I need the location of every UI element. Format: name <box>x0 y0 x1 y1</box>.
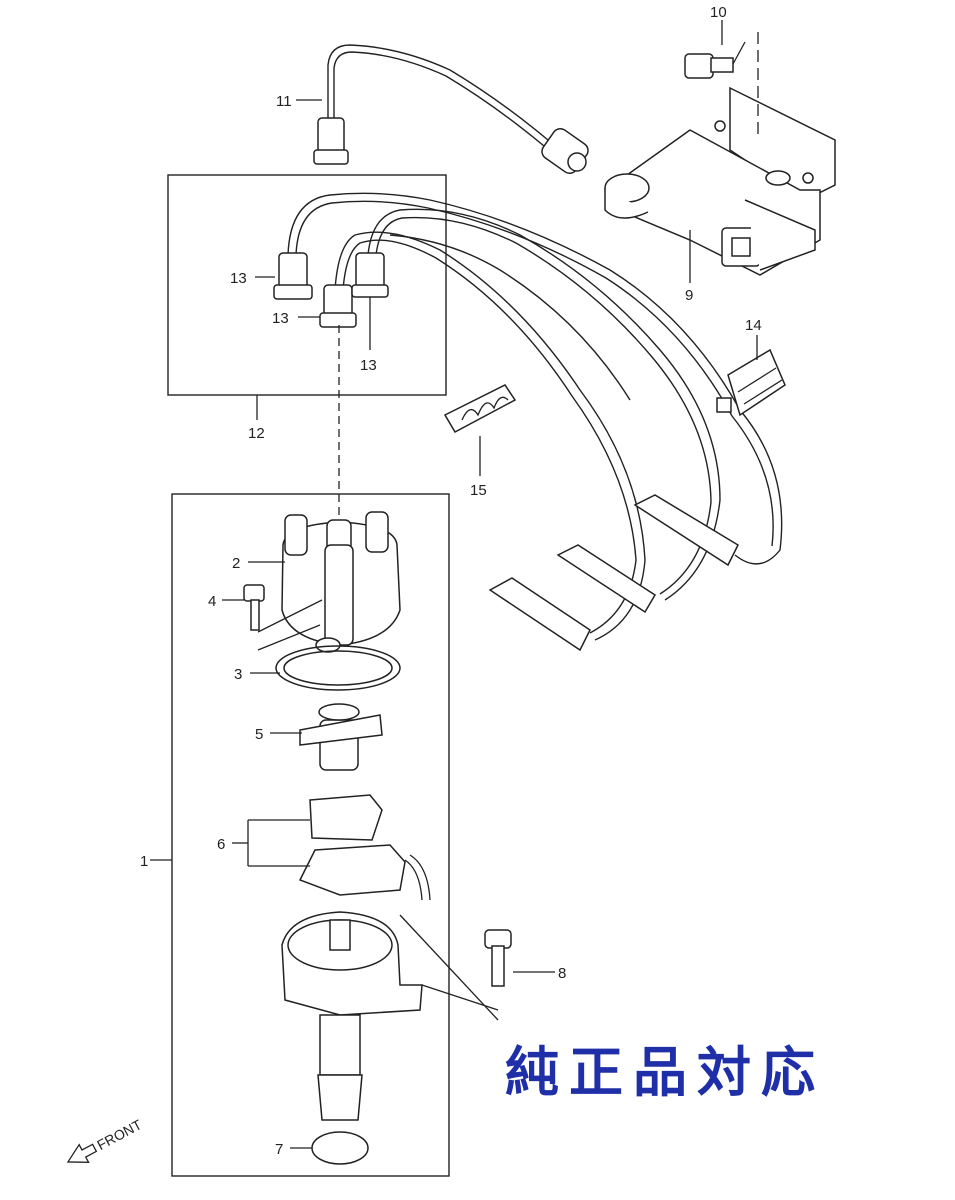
callout-9: 9 <box>685 287 693 304</box>
callout-8: 8 <box>558 965 566 982</box>
part-7-o-ring <box>311 1131 369 1165</box>
front-direction-indicator: FRONT <box>66 1116 145 1164</box>
callout-4: 4 <box>208 593 216 610</box>
callout-6: 6 <box>217 836 225 853</box>
callout-13-left: 13 <box>230 270 247 287</box>
part-14-clamp <box>716 348 786 417</box>
callout-10: 10 <box>710 4 727 21</box>
callout-12: 12 <box>248 425 265 442</box>
part-13-plug-caps <box>273 252 389 328</box>
callout-2: 2 <box>232 555 240 572</box>
plug-cap-set-box <box>167 174 447 396</box>
leader-lines <box>150 20 758 1149</box>
callout-11: 11 <box>276 93 292 110</box>
part-6-igniter-parts <box>298 794 431 901</box>
part-10-bolt <box>684 32 759 135</box>
callout-3: 3 <box>234 666 242 683</box>
part-1-distributor-housing <box>281 911 423 1121</box>
distributor-assembly-box <box>171 493 450 1177</box>
callout-5: 5 <box>255 726 263 743</box>
part-4-screw <box>243 584 323 651</box>
part-8-bolt <box>399 914 512 1021</box>
part-11-coil-wire <box>313 44 589 175</box>
part-9-ignition-coil <box>604 86 836 276</box>
callout-14: 14 <box>745 317 762 334</box>
callout-7: 7 <box>275 1141 283 1158</box>
part-12-plug-wires <box>287 192 783 652</box>
callout-13-right: 13 <box>360 357 377 374</box>
part-3-gasket <box>275 645 401 691</box>
callout-13-middle: 13 <box>272 310 289 327</box>
part-2-distributor-cap <box>281 511 401 653</box>
part-5-rotor <box>299 703 383 771</box>
genuine-compatible-badge: 純正品対応 <box>505 1041 825 1104</box>
callout-1: 1 <box>140 853 148 870</box>
front-label: FRONT <box>94 1116 144 1153</box>
callout-15: 15 <box>470 482 487 499</box>
part-15-clamp <box>443 384 517 434</box>
